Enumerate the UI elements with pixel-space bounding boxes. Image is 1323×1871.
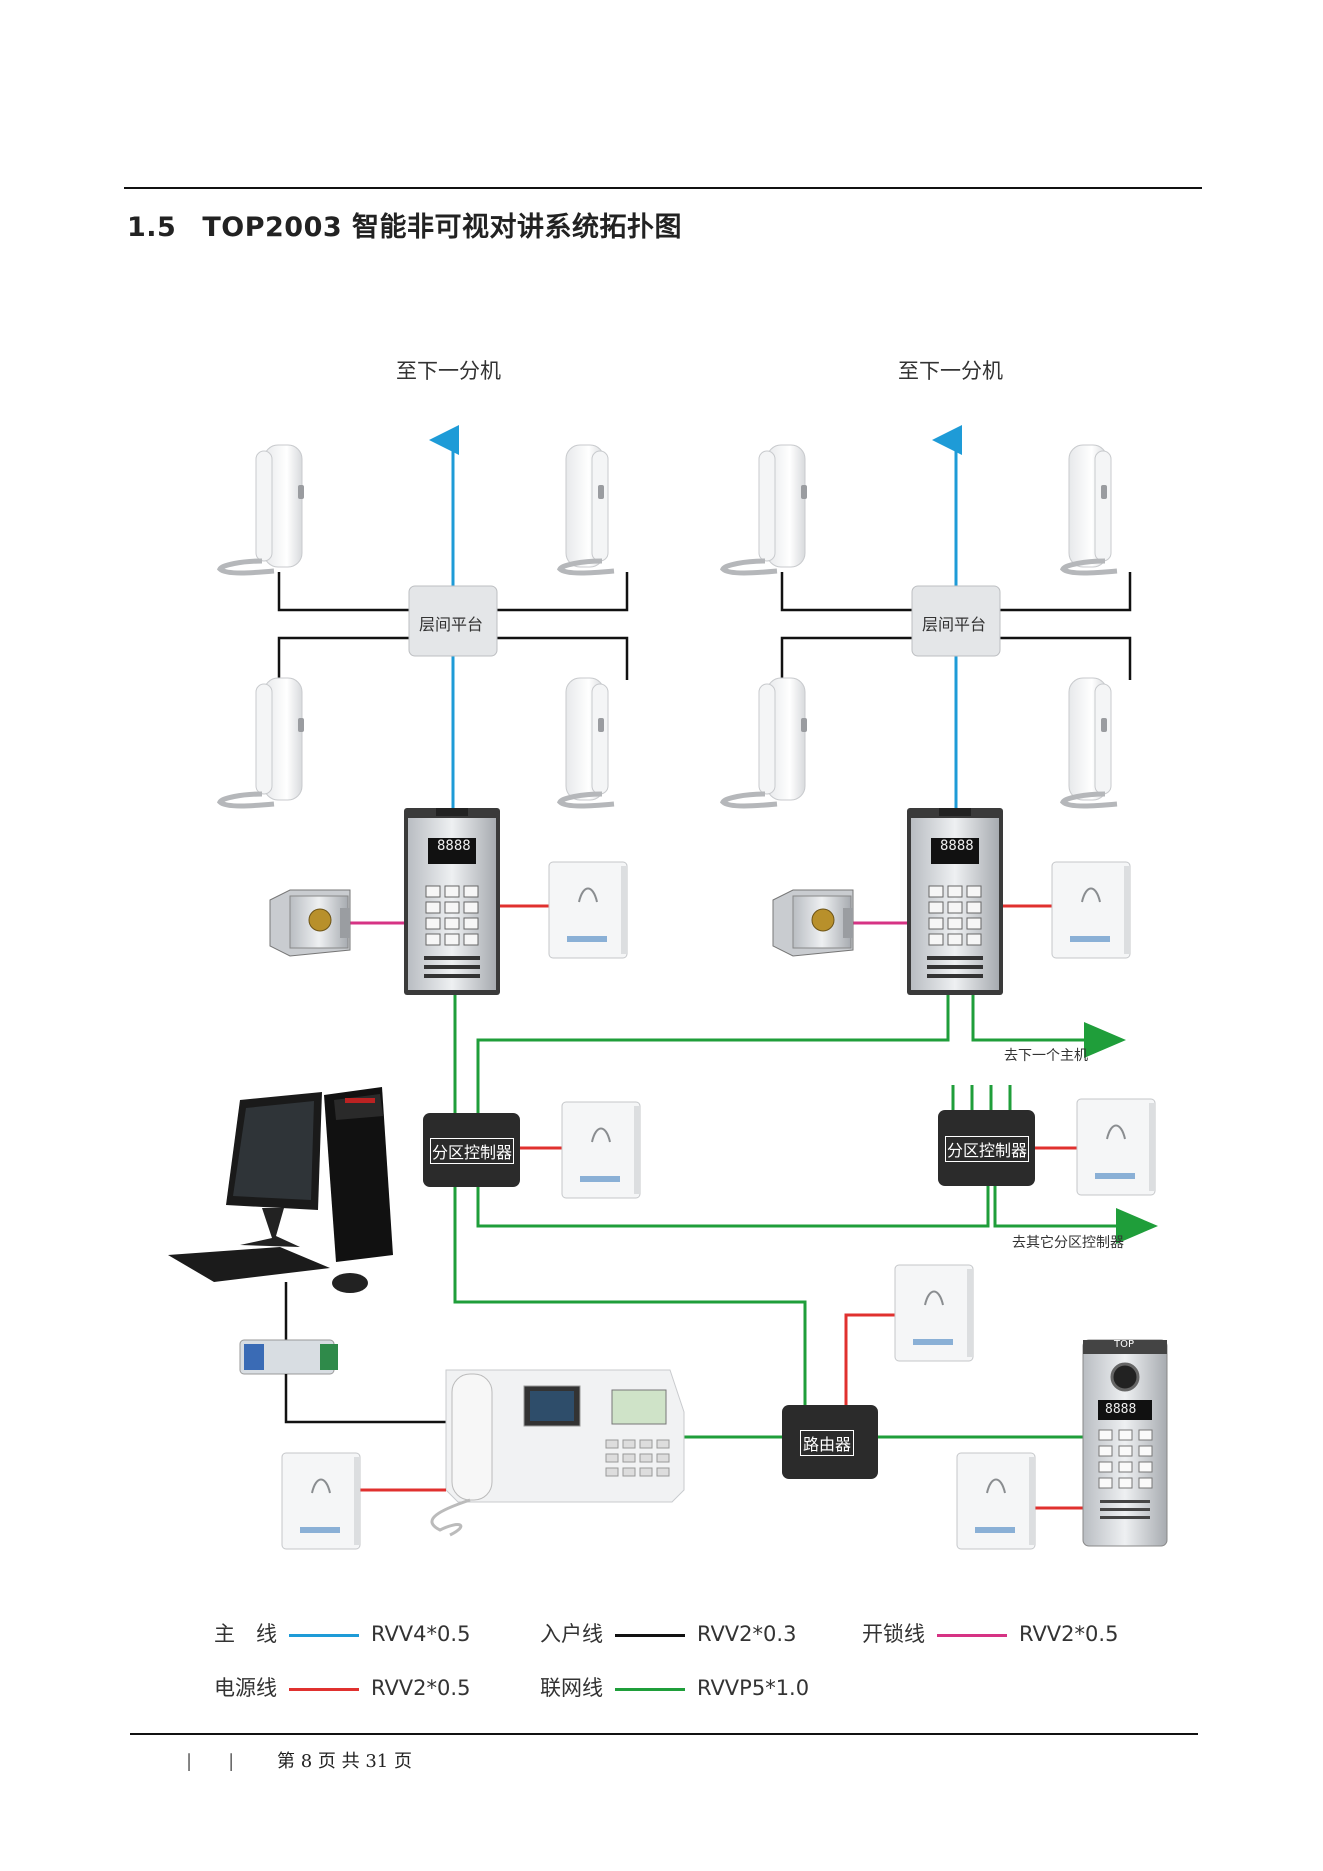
power-supply-router <box>894 1264 974 1362</box>
right-tower <box>723 425 1132 996</box>
handset-left-bl <box>220 678 304 806</box>
power-supply-right-ds <box>1051 861 1131 959</box>
to-next-host-label: 去下一个主机 <box>1004 1048 1088 1064</box>
footer-separators: | | <box>186 1751 235 1772</box>
section-title: TOP2003 智能非可视对讲系统拓扑图 <box>202 212 683 243</box>
rs485-converter <box>239 1339 452 1424</box>
legend-unlock-swatch <box>937 1633 1007 1637</box>
power-line-router <box>844 1313 895 1405</box>
zone-controller-right <box>938 1110 1035 1186</box>
door-station-display-left: 8888 <box>437 838 471 854</box>
door-station-left <box>403 807 501 996</box>
handset-left-tr <box>560 445 614 573</box>
handset-right-tl <box>723 445 807 573</box>
legend-main-spec: RVV4*0.5 <box>371 1622 471 1646</box>
power-supply-zone-right <box>1076 1098 1156 1196</box>
zone-controller-right-label: 分区控制器 <box>945 1136 1030 1162</box>
home-lines-right <box>780 572 1132 680</box>
legend-main-label: 主 线 <box>214 1622 277 1646</box>
legend-home: 入户线 RVV2*0.3 <box>540 1618 796 1648</box>
section-number: 1.5 <box>127 212 177 243</box>
legend-main-swatch <box>289 1633 359 1637</box>
power-supply-unit-door <box>956 1452 1036 1550</box>
to-next-extension-left: 至下一分机 <box>396 359 501 383</box>
home-lines-left <box>277 572 629 680</box>
computer <box>168 1087 393 1340</box>
door-station-right <box>906 807 1004 996</box>
unit-door-station <box>1082 1339 1168 1547</box>
handset-right-br <box>1063 678 1117 806</box>
legend-unlock-spec: RVV2*0.5 <box>1019 1622 1119 1646</box>
router-label: 路由器 <box>800 1430 855 1456</box>
footer-rule <box>130 1733 1198 1735</box>
to-next-extension-right: 至下一分机 <box>898 359 1003 383</box>
legend-network-label: 联网线 <box>540 1676 603 1700</box>
legend-power-spec: RVV2*0.5 <box>371 1676 471 1700</box>
management-console <box>430 1369 685 1537</box>
section-heading: 1.5 TOP2003 智能非可视对讲系统拓扑图 <box>127 205 682 244</box>
floor-platform-left-label: 层间平台 <box>419 615 484 634</box>
legend-home-label: 入户线 <box>540 1622 603 1646</box>
unit-door-brand: TOP <box>1114 1339 1135 1350</box>
header-rule <box>124 187 1202 189</box>
legend-network: 联网线 RVVP5*1.0 <box>540 1672 809 1702</box>
floor-platform-right-label: 层间平台 <box>922 615 987 634</box>
legend-home-spec: RVV2*0.3 <box>697 1622 797 1646</box>
power-supply-left-ds <box>548 861 628 959</box>
zone-controller-left <box>423 1113 520 1187</box>
legend-unlock-label: 开锁线 <box>862 1622 925 1646</box>
to-other-zone-label: 去其它分区控制器 <box>1012 1235 1124 1251</box>
unit-door-display: 8888 <box>1105 1402 1137 1417</box>
legend-power: 电源线 RVV2*0.5 <box>214 1672 470 1702</box>
page-number: 第 8 页 共 31 页 <box>277 1751 412 1772</box>
handset-right-bl <box>723 678 807 806</box>
electric-lock-left <box>269 889 351 957</box>
power-supply-zone-left <box>561 1101 641 1199</box>
power-supply-console <box>281 1452 361 1550</box>
legend-network-swatch <box>615 1687 685 1691</box>
zone-controller-right-antennas <box>951 1085 1012 1110</box>
door-station-display-right: 8888 <box>940 838 974 854</box>
handset-left-br <box>560 678 614 806</box>
zone-controller-left-label: 分区控制器 <box>430 1138 515 1164</box>
floor-platform-left <box>408 585 498 657</box>
legend-power-swatch <box>289 1687 359 1691</box>
router <box>782 1405 878 1479</box>
legend-main: 主 线 RVV4*0.5 <box>214 1618 470 1648</box>
electric-lock-right <box>772 889 854 957</box>
legend-network-spec: RVVP5*1.0 <box>697 1676 810 1700</box>
handset-left-tl <box>220 445 304 573</box>
legend-unlock: 开锁线 RVV2*0.5 <box>862 1618 1118 1648</box>
left-tower <box>220 425 629 996</box>
handset-right-tr <box>1063 445 1117 573</box>
legend-home-swatch <box>615 1633 685 1637</box>
floor-platform-right <box>911 585 1001 657</box>
legend-power-label: 电源线 <box>214 1676 277 1700</box>
